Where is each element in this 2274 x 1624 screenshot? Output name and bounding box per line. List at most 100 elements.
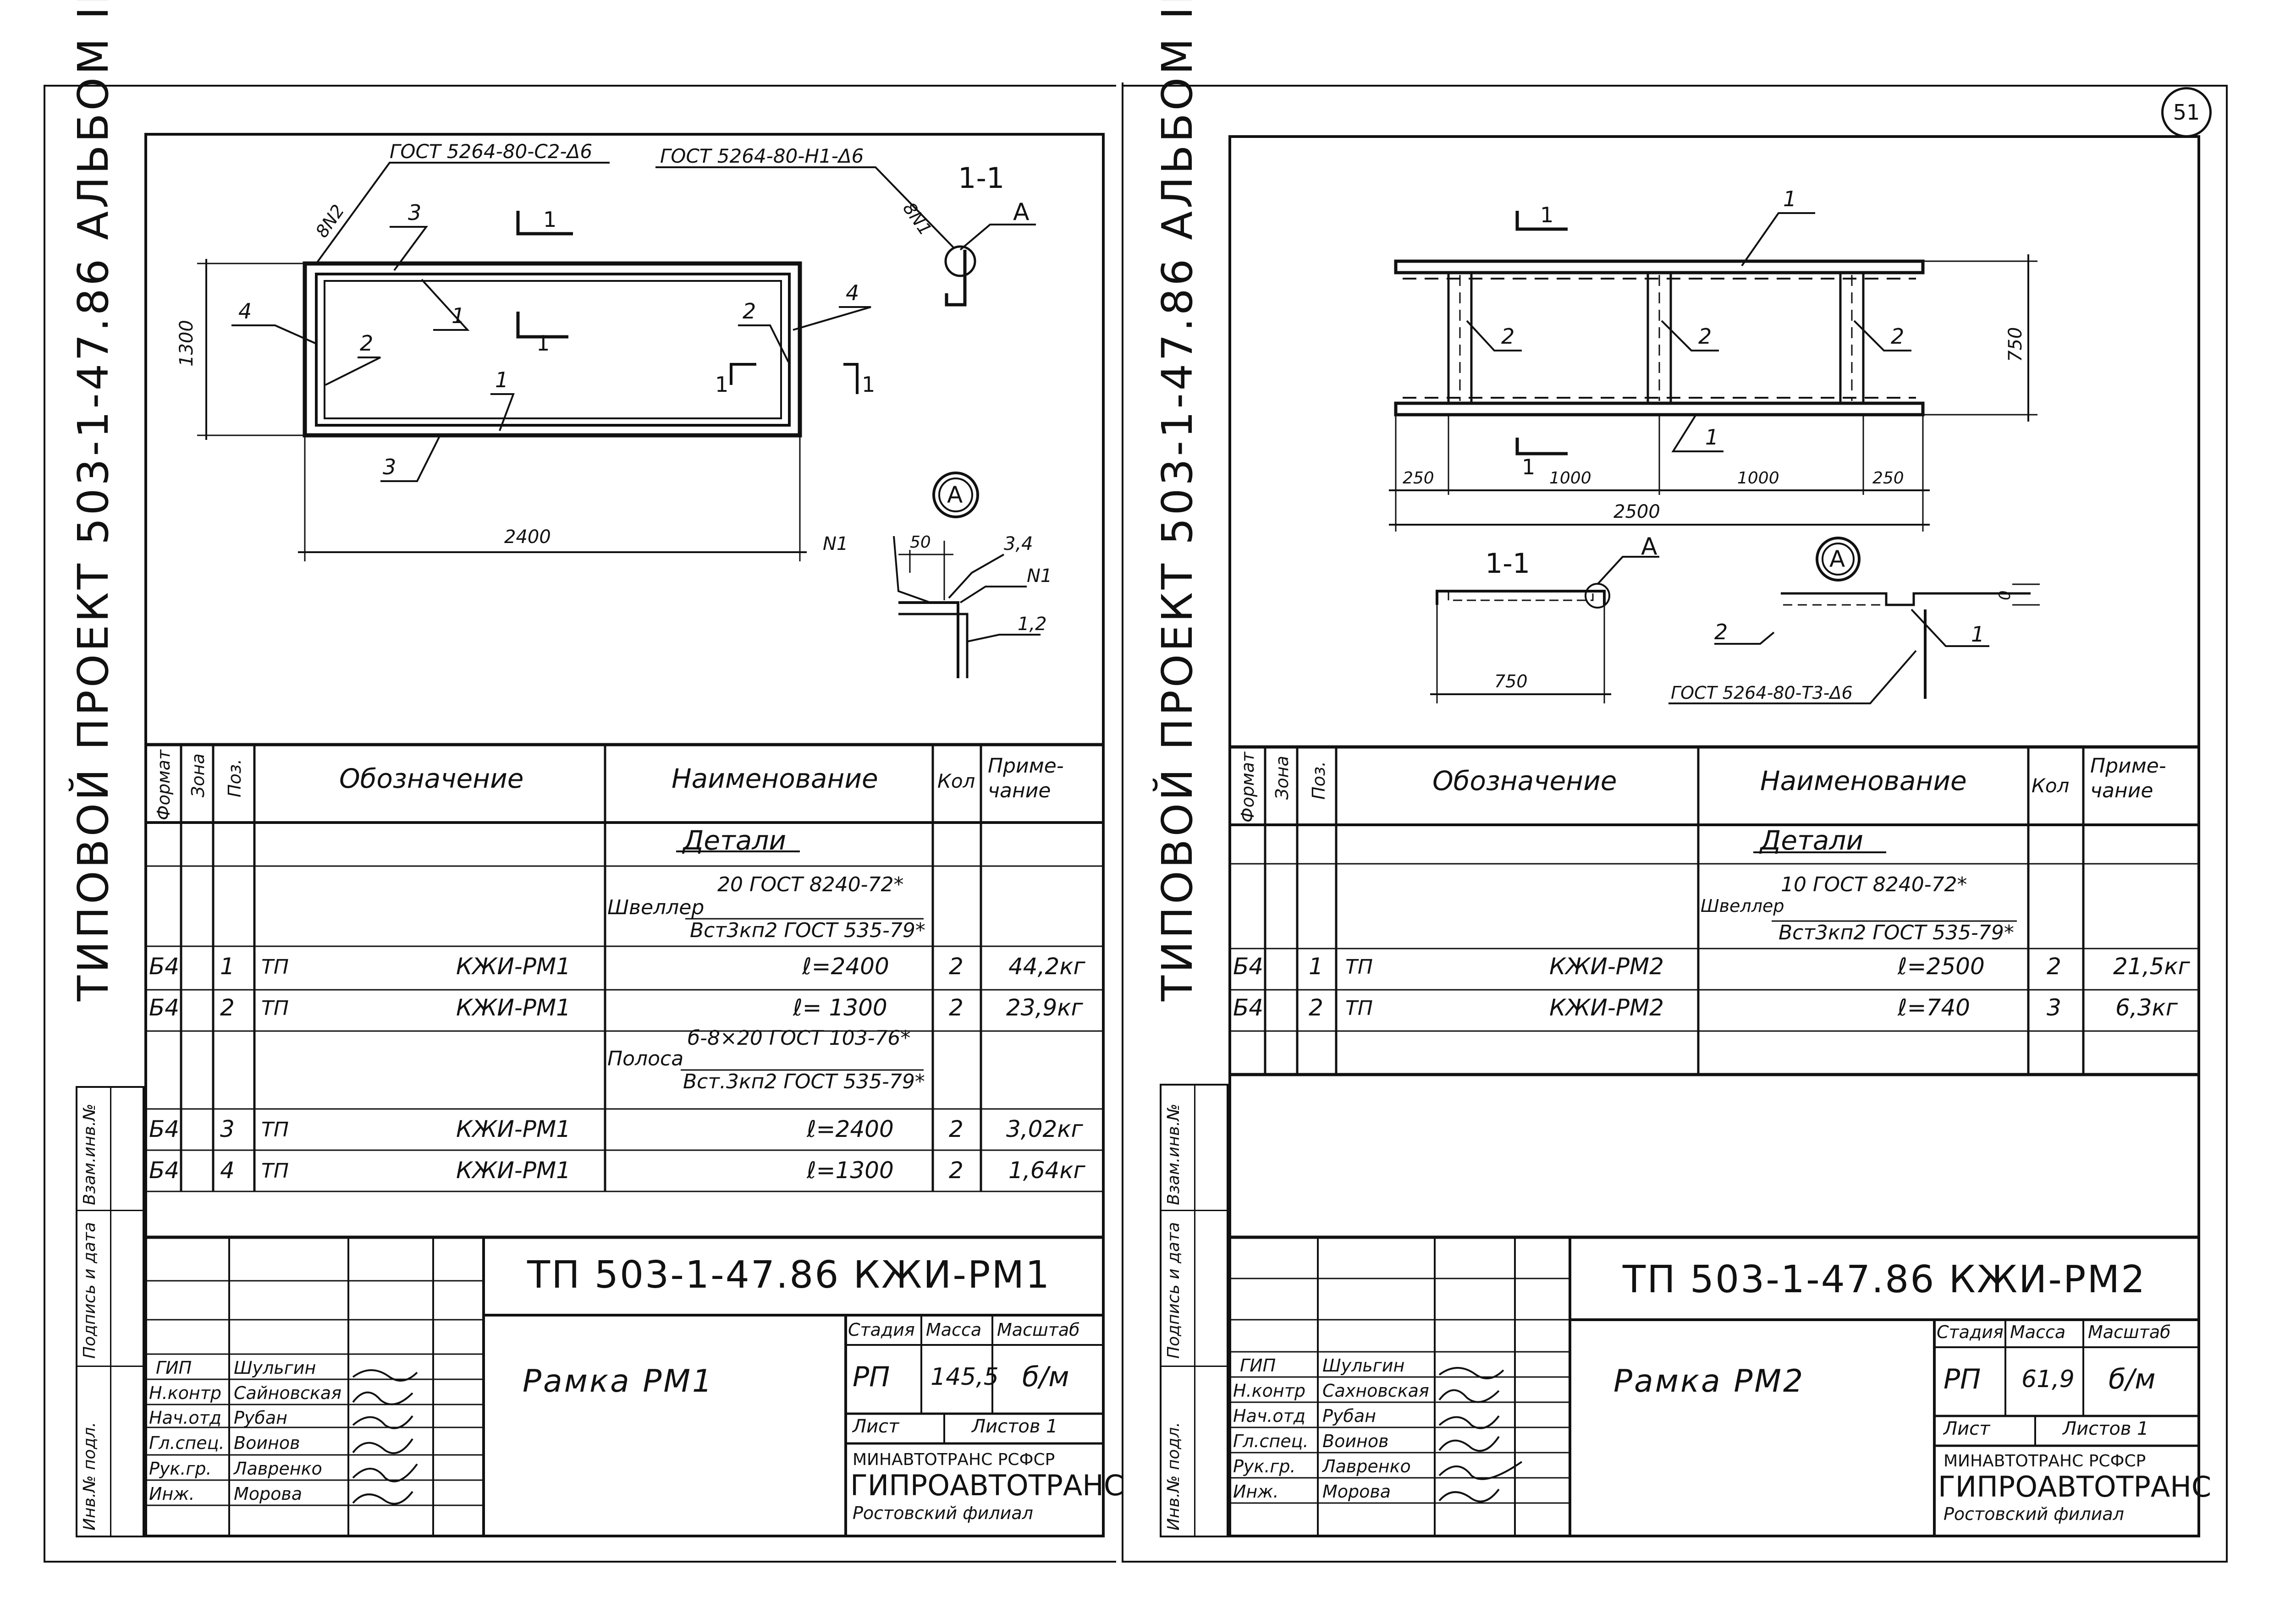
rm2-pos-2-a: 2 (1501, 324, 1514, 349)
rm1-node-leader-n1 (893, 536, 931, 604)
rm1-header-name: Наименование (672, 763, 878, 794)
rm2-row1-pos: 1 (1309, 953, 1323, 980)
rm1-tb-sheets-label: Листов 1 (972, 1416, 1058, 1437)
rm1-tb-sheet-label: Лист (853, 1416, 899, 1437)
rm2-header-note: Приме-чание (2090, 754, 2166, 802)
rm1-row4-pos: 4 (220, 1157, 235, 1184)
rm2-row2-note: 6,3кг (2115, 994, 2178, 1021)
rm2-role-3: Нач.отд (1233, 1406, 1306, 1426)
rm1-gost-weld-2: ГОСТ 5264-80-Н1-Δ6 (660, 145, 864, 167)
rm2-tb-title: Рамка РМ2 (1613, 1363, 1805, 1399)
rm2-name-4: Воинов (1322, 1431, 1389, 1451)
rm1-pos-2-right: 2 (743, 299, 756, 324)
rm2-role-4: Гл.спец. (1233, 1431, 1309, 1451)
rm2-section-node-circle (1585, 583, 1610, 609)
rm1-tb-stage: РП (853, 1361, 890, 1393)
rm2-group1-line1: 10 ГОСТ 8240-72* (1781, 873, 1967, 896)
rm1-node-a-circle-inner (938, 477, 973, 512)
rm1-tb-mass: 145,5 (931, 1363, 999, 1391)
rm1-role-3: Нач.отд (149, 1408, 222, 1428)
rm2-tb-org3: Ростовский филиал (1944, 1504, 2124, 1524)
rm2-section-dim-750: 750 (1494, 671, 1528, 691)
left-sheet-frame (144, 133, 1105, 1537)
rm1-gost-weld-1: ГОСТ 5264-80-С2-Δ6 (390, 140, 592, 163)
rm1-header-pos: Поз. (225, 758, 245, 797)
rm1-name-2: Сайновская (234, 1383, 341, 1403)
sheet-divider (1122, 82, 1123, 1563)
rm1-row2-tp: ТП (261, 997, 289, 1020)
rm2-row2-tp: ТП (1345, 997, 1373, 1020)
rm1-leader-pos3-top (390, 226, 428, 271)
rm1-row3-code: КЖИ-РМ1 (456, 1116, 571, 1142)
rm2-frame-view (1394, 259, 1925, 417)
rm1-section-mark-bottom (516, 312, 568, 339)
rm1-row1-tp: ТП (261, 955, 289, 979)
rm1-pos-4-right: 4 (846, 280, 859, 305)
rm1-callout-12: 1,2 (1018, 614, 1047, 635)
rm2-signature-4 (1438, 1436, 1500, 1452)
rm2-node-a-circle-outer (1816, 537, 1861, 582)
rm1-row4-code: КЖИ-РМ1 (456, 1157, 571, 1184)
rm1-node-leader-34 (948, 554, 1004, 599)
rm1-role-6: Инж. (149, 1484, 195, 1504)
rm1-leader-pos2-right (738, 324, 789, 362)
rm2-top-channel (1394, 259, 1925, 274)
rm1-row1-qty: 2 (949, 953, 964, 980)
rm2-role-1: ГИП (1240, 1355, 1276, 1376)
rm2-row1-note: 21,5кг (2113, 953, 2190, 980)
rm2-post-1 (1447, 271, 1473, 405)
rm2-signature-3 (1438, 1415, 1500, 1429)
rm1-row4-name: ℓ=1300 (807, 1157, 894, 1184)
rm1-node-circle-label: А (947, 482, 963, 508)
rm1-pos-1-bottom: 1 (495, 368, 508, 392)
rm2-tb-org1: МИНАВТОТРАНС РСФСР (1944, 1452, 2146, 1470)
rm1-node-profile-inner (898, 613, 969, 678)
rm2-dim-250-b: 250 (1872, 469, 1904, 488)
rm1-leader-pos1-bottom (490, 393, 515, 431)
rm1-gost-weld-2-leader (655, 166, 954, 248)
rm1-role-5: Рук.гр. (149, 1459, 212, 1479)
rm2-node-label-a: А (1641, 533, 1657, 560)
rm2-dim-total: 2500 (1613, 501, 1660, 522)
rm1-role-4: Гл.спец. (149, 1433, 225, 1453)
rm2-gost-weld: ГОСТ 5264-80-Т3-Δ6 (1671, 683, 1853, 703)
rm2-row1-format: Б4 (1233, 953, 1264, 980)
rm2-dim-height: 750 (2005, 327, 2026, 362)
rm2-tb-stage-label: Стадия (1937, 1322, 2004, 1342)
rm1-group1-line2: Вст3кп2 ГОСТ 535-79* (690, 919, 925, 942)
rm2-row2-format: Б4 (1233, 994, 1264, 1021)
rm1-header-designation: Обозначение (339, 763, 524, 794)
rm1-row3-tp: ТП (261, 1118, 289, 1141)
rm1-node-a-circle-outer (932, 472, 979, 518)
rm1-row4-format: Б4 (149, 1157, 180, 1184)
rm2-dim-1000-b: 1000 (1737, 469, 1779, 488)
rm2-row1-name: ℓ=2500 (1898, 953, 1985, 980)
rm1-cut-right (843, 363, 859, 394)
rm1-node-a-leader (959, 224, 1036, 251)
rm1-header-format: Формат (154, 749, 174, 820)
rm1-row2-code: КЖИ-РМ1 (456, 994, 571, 1021)
rm2-section-node-leader (1597, 556, 1659, 585)
rm1-node-leader-12 (967, 634, 1041, 642)
rm2-section-mark-top-label: 1 (1540, 203, 1553, 227)
rm1-node-label-a: А (1013, 198, 1030, 226)
rm1-row1-format: Б4 (149, 953, 180, 980)
rm2-pos-2-c: 2 (1891, 324, 1904, 349)
rm1-name-4: Воинов (234, 1433, 300, 1453)
rm2-node-top-profile (1781, 592, 2031, 606)
rm1-group1-name: Швеллер (607, 896, 705, 919)
rm2-header-qty: Кол (2032, 774, 2070, 797)
rm1-row3-format: Б4 (149, 1116, 180, 1142)
rm1-row3-qty: 2 (949, 1116, 964, 1142)
rm2-node-a-circle-inner (1822, 543, 1855, 576)
rm2-leader-pos2-c (1853, 320, 1911, 351)
rm2-row1-qty: 2 (2047, 953, 2061, 980)
rm2-name-1: Шульгин (1322, 1355, 1405, 1376)
rm2-leader-pos1-top (1741, 212, 1815, 267)
rm1-cut-right-label: 1 (862, 372, 875, 397)
rm2-header-pos: Поз. (1309, 761, 1329, 800)
rm1-dim-50: 50 (910, 533, 931, 552)
rm1-inner-contour-2 (324, 280, 782, 419)
left-side-stamp-vline (110, 1086, 111, 1537)
rm2-tb-sheet-label: Лист (1944, 1418, 1990, 1439)
